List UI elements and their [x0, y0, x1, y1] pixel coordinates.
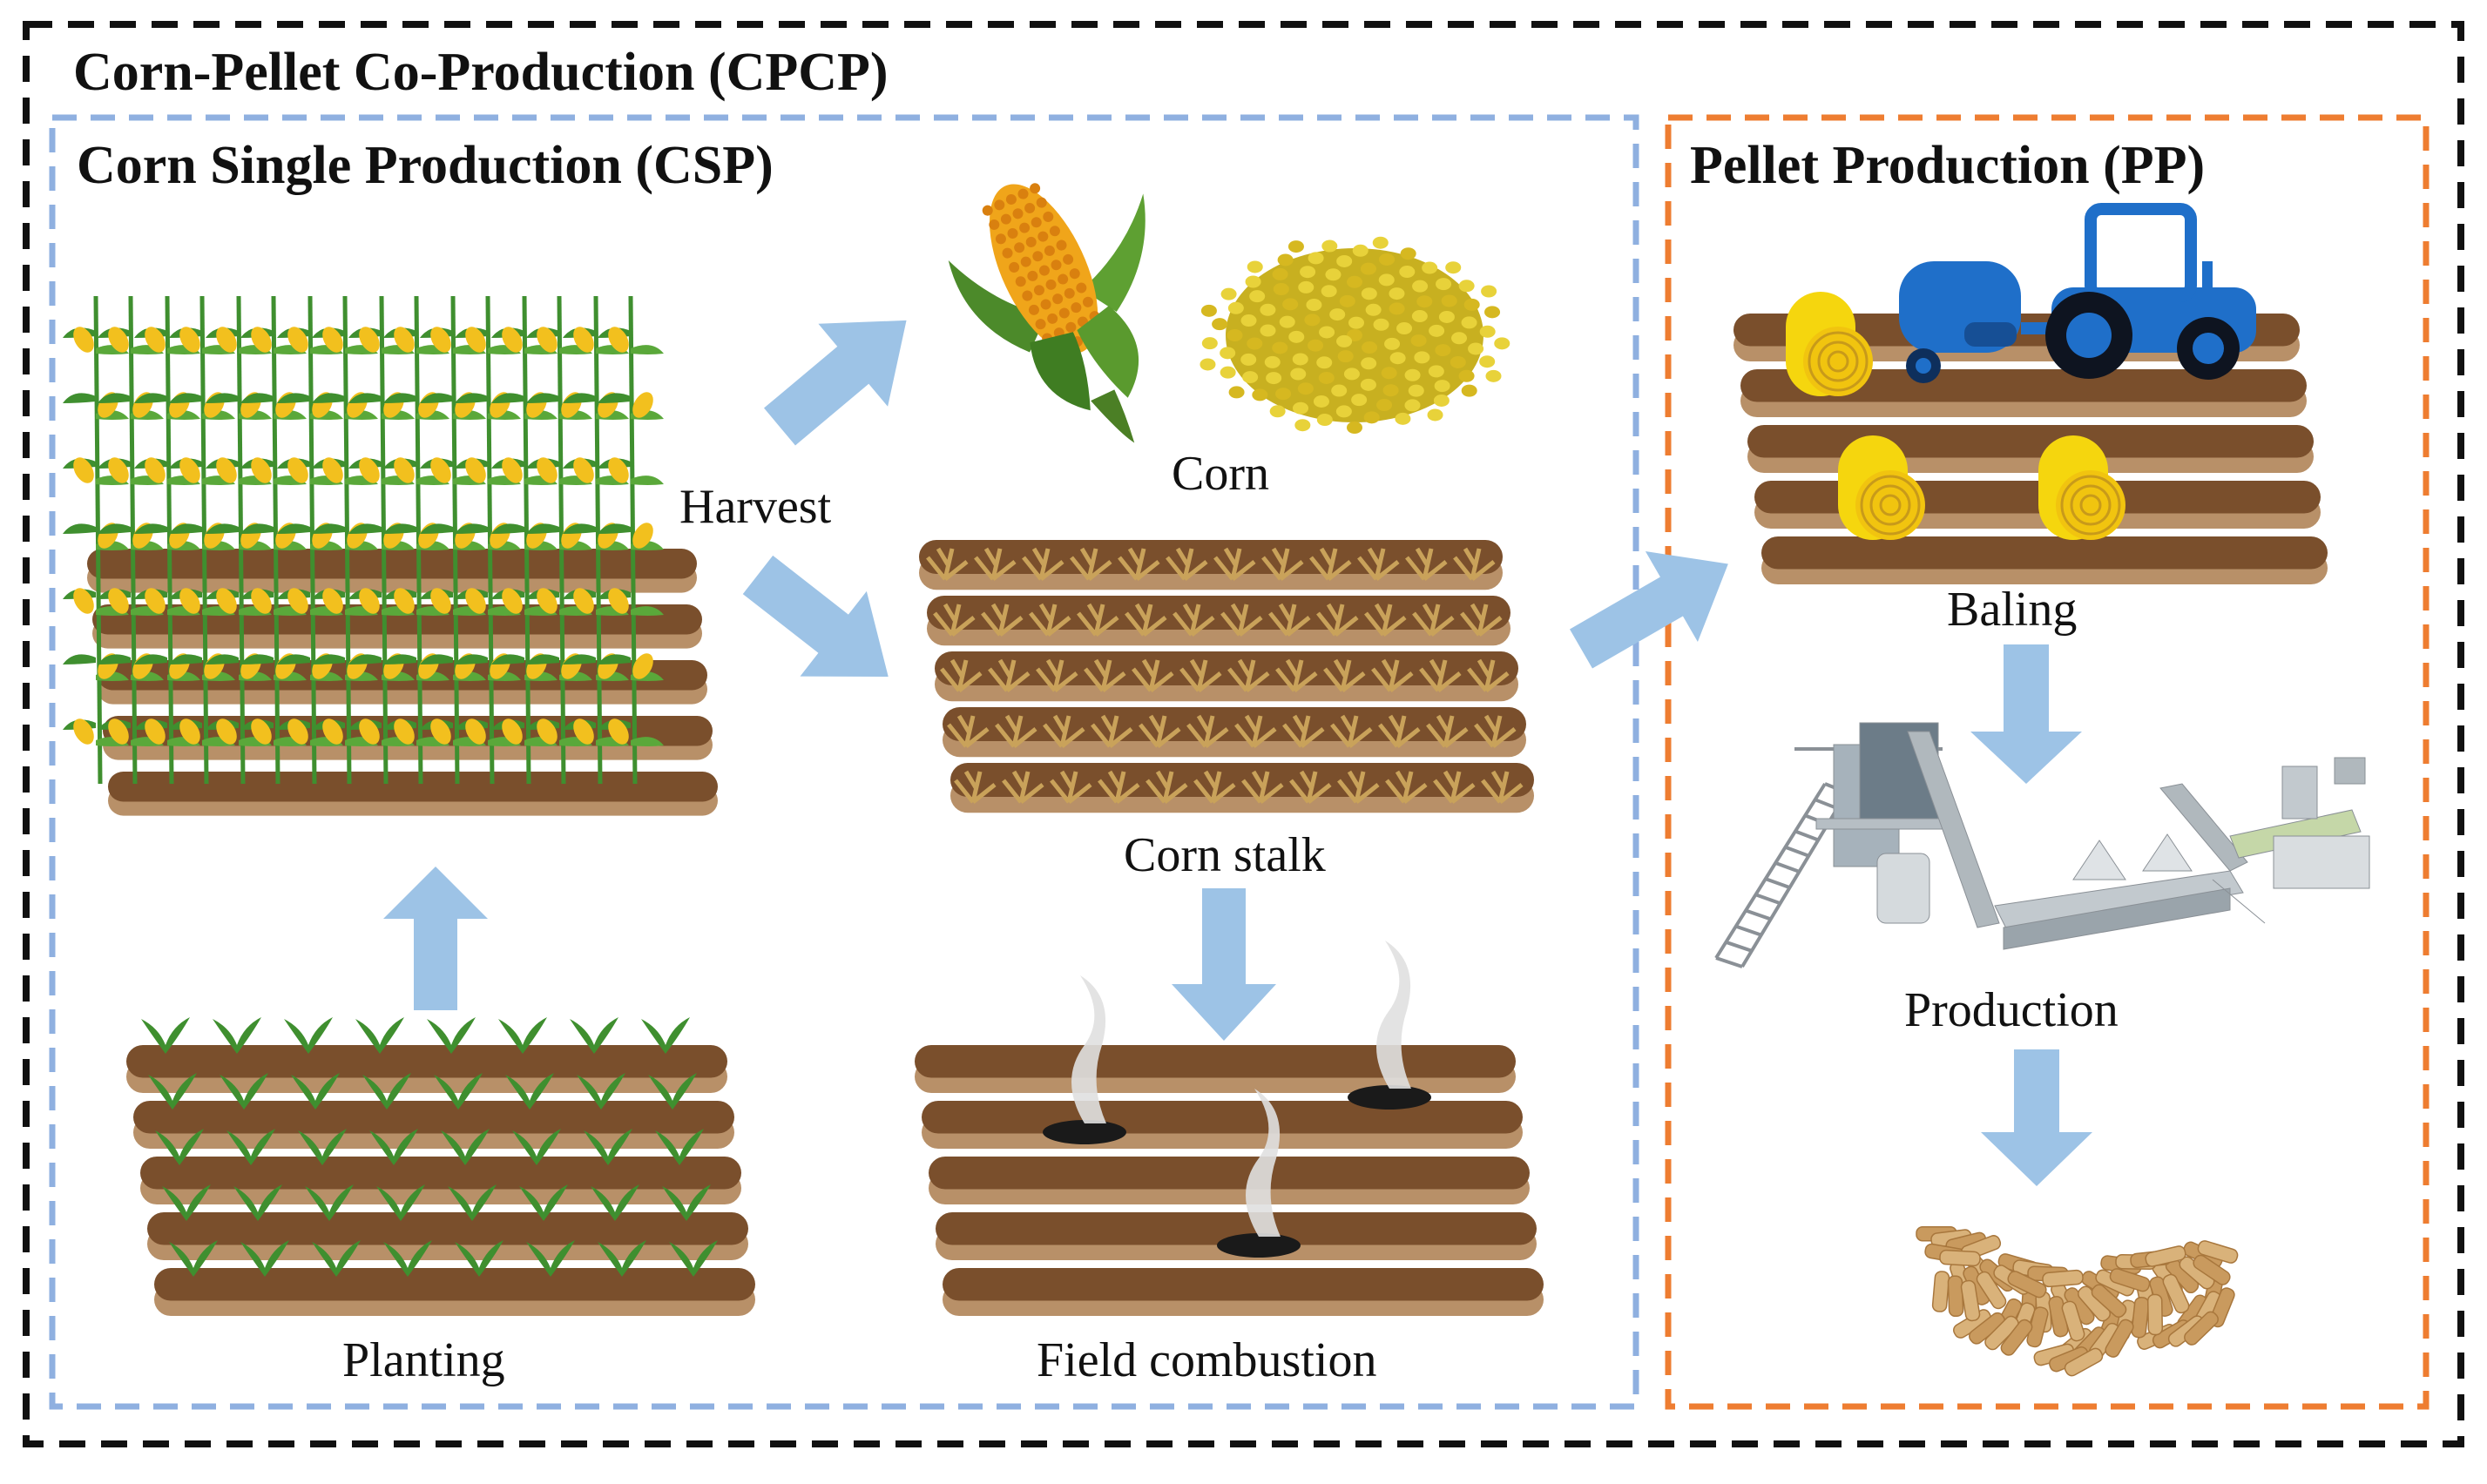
baling-label: Baling: [1947, 583, 2078, 637]
corn-stalk-label: Corn stalk: [1124, 828, 1326, 882]
harvest-label: Harvest: [679, 480, 832, 534]
corn-cob-icon: [948, 183, 1146, 443]
harvest-down-arrow: [742, 555, 889, 677]
pellets-icon: [1916, 1226, 2239, 1377]
csp-title: Corn Single Production (CSP): [77, 136, 774, 195]
stalk-down-arrow: [1172, 888, 1276, 1041]
harvest-up-arrow: [764, 320, 907, 446]
production-down-arrow: [1981, 1049, 2092, 1186]
stalk-to-baling-arrow: [1570, 551, 1728, 669]
corn-label: Corn: [1172, 447, 1269, 501]
baling-down-arrow: [1970, 644, 2082, 784]
corn-stalk-field-icon: [919, 540, 1534, 813]
burning-field-icon: [915, 941, 1544, 1316]
cpcp-title: Corn-Pellet Co-Production (CPCP): [73, 43, 889, 102]
planting-up-arrow: [383, 867, 488, 1010]
pellet-machine-icon: [1714, 722, 2370, 968]
planting-label: Planting: [342, 1333, 505, 1387]
seedling-field-icon: [126, 1017, 755, 1316]
production-label: Production: [1904, 983, 2119, 1037]
arrows: [383, 320, 2092, 1186]
corn-kernels-icon: [1200, 236, 1510, 435]
pp-frame: [1665, 114, 2430, 1410]
hay-bales: [1786, 292, 2125, 540]
pp-title: Pellet Production (PP): [1690, 136, 2206, 195]
corn-field-icon: [63, 295, 718, 816]
cpcp-frame: [23, 21, 2464, 1447]
csp-frame: [49, 114, 1639, 1410]
baler-tractor-icon: [1899, 203, 2256, 383]
field-combustion-label: Field combustion: [1037, 1333, 1377, 1387]
